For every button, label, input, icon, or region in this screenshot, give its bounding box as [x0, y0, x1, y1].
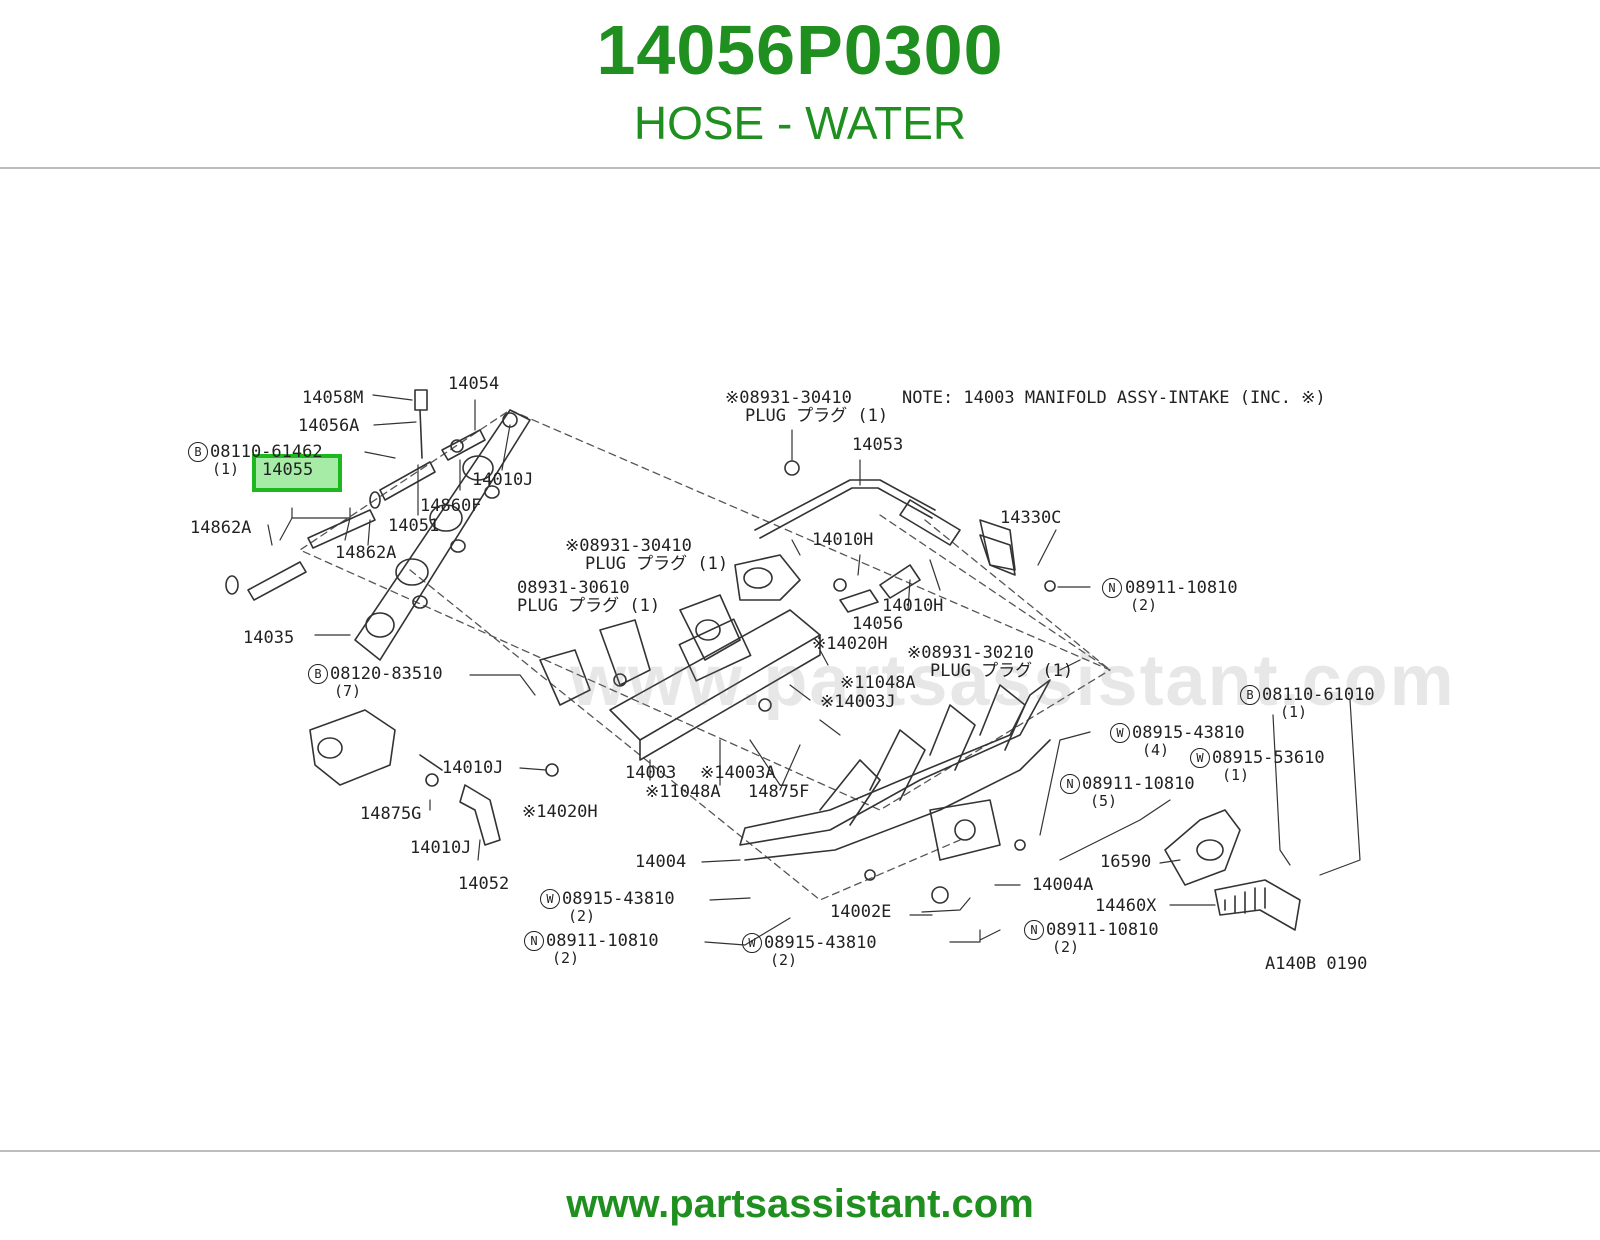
- callout-14003[interactable]: 14003: [625, 763, 677, 783]
- quantity-label: (5): [1090, 792, 1118, 810]
- intake-gasket: [354, 409, 531, 661]
- callout-08110-61462[interactable]: 08110-61462: [210, 442, 323, 462]
- water-pipe-14053: [754, 460, 1016, 576]
- nut-08911-10810: [1044, 580, 1056, 592]
- diagram-note: NOTE: 14003 MANIFOLD ASSY-INTAKE (INC. ※…: [902, 388, 1326, 408]
- bracket-14330C: [979, 519, 1016, 571]
- callout-14004A[interactable]: 14004A: [1032, 875, 1094, 895]
- callout-14003J[interactable]: ※14003J: [820, 692, 896, 712]
- plug-label-30210: PLUG プラグ (1): [930, 661, 1074, 681]
- callout-08931-30410-mid[interactable]: ※08931-30410: [565, 536, 692, 556]
- plug-label-30610: PLUG プラグ (1): [517, 596, 661, 616]
- callout-14003A[interactable]: ※14003A: [700, 763, 776, 783]
- callout-14010J-top[interactable]: 14010J: [472, 470, 534, 490]
- footer-site-link[interactable]: www.partsassistant.com: [566, 1182, 1034, 1226]
- callout-14460X[interactable]: 14460X: [1095, 896, 1157, 916]
- plug-label-mid: PLUG プラグ (1): [585, 554, 729, 574]
- quantity-label: (4): [1142, 741, 1170, 759]
- bolt-symbol: B: [1240, 685, 1260, 705]
- plug-label-top: PLUG プラグ (1): [745, 406, 889, 426]
- callout-08915-43810-b[interactable]: 08915-43810: [764, 933, 877, 953]
- quantity-label: (2): [1130, 596, 1158, 614]
- leader-lines: [267, 394, 1361, 946]
- highlighted-callout-box[interactable]: [252, 454, 342, 492]
- exhaust-manifold-14004: [739, 679, 1051, 904]
- callout-08915-43810-l[interactable]: 08915-43810: [562, 889, 675, 909]
- callout-11048A-low[interactable]: ※11048A: [645, 782, 721, 802]
- header: 14056P0300 HOSE - WATER: [0, 0, 1600, 170]
- callout-08931-30410-top[interactable]: ※08931-30410: [725, 388, 852, 408]
- callout-14330C[interactable]: 14330C: [1000, 508, 1062, 528]
- washer-symbol: W: [1190, 748, 1210, 768]
- callout-14862A-right[interactable]: 14862A: [335, 543, 397, 563]
- flex-hose-14460X: [1214, 879, 1301, 931]
- callout-08915-53610[interactable]: 08915-53610: [1212, 748, 1325, 768]
- bolt-symbol: B: [188, 442, 208, 462]
- quantity-label: (2): [568, 907, 596, 925]
- header-divider: [0, 167, 1600, 169]
- callout-14056[interactable]: 14056: [852, 614, 904, 634]
- callout-08120-83510[interactable]: 08120-83510: [330, 664, 443, 684]
- callout-08931-30210[interactable]: ※08931-30210: [907, 643, 1034, 663]
- callout-14051[interactable]: 14051: [388, 516, 440, 536]
- exploded-parts-diagram: www.partsassistant.com NOTE: 14003 MANIF…: [180, 340, 1454, 1010]
- callout-14053[interactable]: 14053: [852, 435, 904, 455]
- callout-14058M[interactable]: 14058M: [302, 388, 364, 408]
- callout-14002E[interactable]: 14002E: [830, 902, 892, 922]
- quantity-label: (1): [1222, 766, 1250, 784]
- callout-14010H-top[interactable]: 14010H: [812, 530, 874, 550]
- callout-11048A-mid[interactable]: ※11048A: [840, 673, 916, 693]
- water-outlet-14051: [379, 389, 518, 501]
- callout-14004[interactable]: 14004: [635, 852, 687, 872]
- callout-14860F[interactable]: 14860F: [420, 496, 482, 516]
- washer-symbol: W: [1110, 723, 1130, 743]
- callout-08110-61010[interactable]: 08110-61010: [1262, 685, 1375, 705]
- callout-08931-30610[interactable]: 08931-30610: [517, 578, 630, 598]
- heat-shield-16590: [1164, 809, 1241, 886]
- callout-08915-43810-r[interactable]: 08915-43810: [1132, 723, 1245, 743]
- part-name-subtitle: HOSE - WATER: [633, 97, 967, 149]
- callout-16590[interactable]: 16590: [1100, 852, 1152, 872]
- quantity-label: (2): [1052, 938, 1080, 956]
- bolt-symbol: B: [308, 664, 328, 684]
- callout-14054[interactable]: 14054: [448, 374, 500, 394]
- washer-symbol: W: [742, 933, 762, 953]
- callout-14010J-low[interactable]: 14010J: [410, 838, 472, 858]
- callout-14010H-right[interactable]: 14010H: [882, 596, 944, 616]
- nut-symbol: N: [1102, 578, 1122, 598]
- thermostat-housing: [309, 709, 559, 846]
- quantity-label: (2): [770, 951, 798, 969]
- diagram-watermark: www.partsassistant.com: [570, 641, 1456, 721]
- quantity-label: (1): [1280, 703, 1308, 721]
- callout-14056A[interactable]: 14056A: [298, 416, 360, 436]
- callout-14052[interactable]: 14052: [458, 874, 510, 894]
- nut-symbol: N: [1024, 920, 1044, 940]
- callout-08911-10810-bl[interactable]: 08911-10810: [546, 931, 659, 951]
- callout-14875G[interactable]: 14875G: [360, 804, 422, 824]
- callout-08911-10810-r1[interactable]: 08911-10810: [1125, 578, 1238, 598]
- part-number-title: 14056P0300: [596, 11, 1004, 89]
- callout-14020H-low[interactable]: ※14020H: [522, 802, 598, 822]
- quantity-label: (1): [212, 460, 240, 478]
- washer-symbol: W: [540, 889, 560, 909]
- callout-08911-10810-br[interactable]: 08911-10810: [1046, 920, 1159, 940]
- nut-symbol: N: [524, 931, 544, 951]
- quantity-label: (2): [552, 949, 580, 967]
- quantity-label: (7): [334, 682, 362, 700]
- callout-14020H-mid[interactable]: ※14020H: [812, 634, 888, 654]
- callout-14875F[interactable]: 14875F: [748, 782, 810, 802]
- footer-divider: [0, 1150, 1600, 1152]
- callout-14055[interactable]: 14055: [262, 460, 314, 480]
- callout-14862A-left[interactable]: 14862A: [190, 518, 252, 538]
- intake-manifold-14003: [539, 554, 921, 761]
- nut-symbol: N: [1060, 774, 1080, 794]
- diagram-drawing: [225, 389, 1361, 946]
- diagram-ref-code: A140B 0190: [1265, 954, 1368, 974]
- callout-14035[interactable]: 14035: [243, 628, 295, 648]
- callout-08911-10810-r2[interactable]: 08911-10810: [1082, 774, 1195, 794]
- callout-14010J-mid[interactable]: 14010J: [442, 758, 504, 778]
